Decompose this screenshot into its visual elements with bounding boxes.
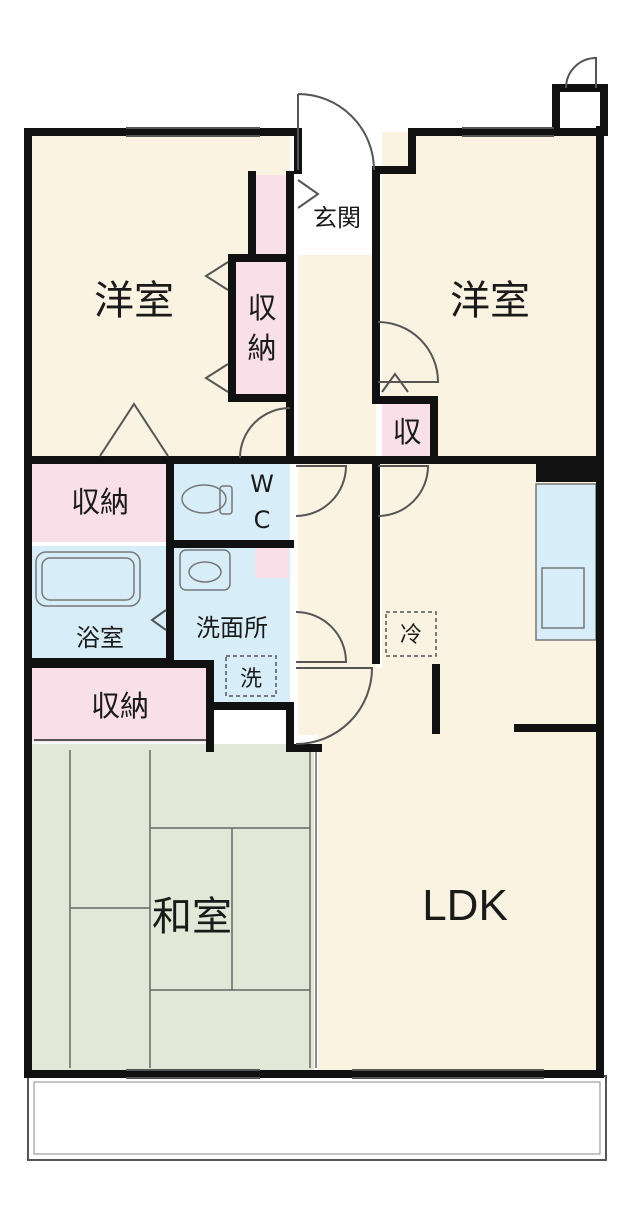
label-japanese: 和室 — [152, 894, 232, 940]
bathtub-inner — [41, 557, 135, 601]
column — [536, 456, 604, 482]
tatami-lines — [69, 750, 317, 1068]
chimney-arc — [565, 56, 597, 89]
door-swings — [99, 93, 440, 745]
ldk-room — [318, 462, 598, 1072]
label-washroom: 洗面所 — [196, 614, 268, 642]
label-closet-2: 納 — [247, 331, 276, 365]
closet-small — [382, 400, 430, 456]
walls — [24, 88, 604, 1078]
label-western-right: 洋室 — [450, 278, 530, 324]
storage-left — [30, 462, 168, 542]
washer-space — [225, 655, 277, 697]
label-wc-w: W — [250, 470, 274, 498]
windows — [34, 127, 554, 1079]
linen-closet — [255, 548, 289, 578]
bathroom — [30, 546, 168, 662]
wc-room — [172, 462, 290, 542]
label-western-left: 洋室 — [94, 278, 174, 324]
bathtub — [35, 551, 141, 607]
fridge-space — [385, 611, 437, 657]
washbasin-icon — [179, 549, 231, 591]
western-room-right — [382, 132, 598, 460]
kitchen-counter — [535, 483, 597, 641]
label-ldk: LDK — [422, 881, 508, 930]
label-washer: 洗 — [240, 667, 262, 692]
sink — [541, 567, 585, 629]
balcony — [27, 1075, 607, 1161]
label-fridge: 冷 — [400, 623, 422, 648]
label-wc-c: C — [254, 506, 271, 534]
label-bathroom: 浴室 — [76, 624, 124, 652]
label-entrance: 玄関 — [313, 204, 361, 232]
toilet-icon — [181, 484, 233, 515]
label-closet-1: 収 — [247, 291, 276, 325]
closet-vertical — [234, 258, 290, 396]
label-closet-small: 収 — [392, 415, 421, 449]
chimney — [552, 84, 608, 136]
label-storage-left: 収納 — [71, 485, 129, 519]
storage-lower — [30, 666, 210, 742]
balcony-inner — [33, 1081, 601, 1155]
label-storage-lower: 収納 — [91, 689, 149, 723]
